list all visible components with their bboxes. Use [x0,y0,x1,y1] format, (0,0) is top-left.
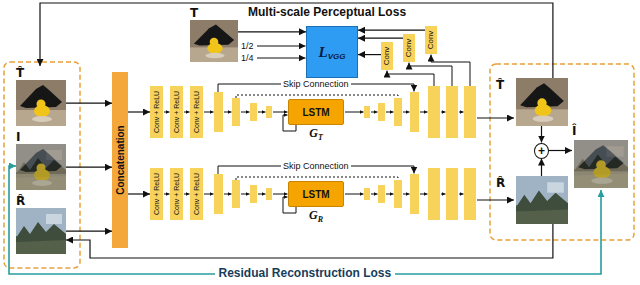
conv-relu-block: Conv + ReLU [170,86,183,138]
block-label: Conv [383,47,392,66]
image-label: I [16,130,20,144]
image-panel: R̂ [496,176,568,224]
generator-subscript: T [318,133,323,142]
concat-bar: Concatenation [112,72,128,248]
photo [574,140,628,188]
connector [238,31,306,32]
flow-arrows [164,84,514,131]
block-label: Conv + ReLU [173,91,181,133]
section-title: Multi-scale Perceptual Loss [248,5,406,19]
loss-box: LVGG [306,26,358,78]
generator-caption: GR [279,207,353,223]
block-label: Conv + ReLU [193,91,201,133]
connector [541,159,542,177]
image-label: T̂ [16,66,24,80]
lstm-label: LSTM [302,107,329,118]
connector [66,231,112,232]
loss-symbol: L [319,44,328,61]
generator-subscript: R [318,215,323,224]
photo [516,176,568,224]
connection-label: Skip Connection [281,79,351,89]
connector [66,224,553,258]
connector [40,3,553,78]
photo [16,208,66,254]
image-label: R̂ [16,194,25,208]
conv-relu-block: Conv + ReLU [170,168,183,220]
sum-node: + [534,143,549,159]
lstm-box: LSTMGT [288,99,344,125]
generator-caption: GT [279,125,353,141]
scale-label: 1/2 [241,41,254,51]
image-panel: R̂ [16,194,66,254]
generator-symbol: G [309,208,318,222]
image-label: T̂ [496,78,504,92]
image-panel: T̂ [496,78,568,126]
block-label: Conv + ReLU [173,173,181,215]
connector [128,111,150,112]
generator-symbol: G [309,126,318,140]
connector [9,166,601,274]
photo [190,20,238,62]
connector [128,193,150,194]
image-panel: I [16,130,66,190]
connector [358,38,403,39]
block-label: Conv [427,31,436,50]
image-panel: Î [572,124,630,190]
feature-bars [214,86,476,138]
block-label: Concatenation [115,125,126,194]
conv-box: Conv [381,42,393,70]
conv-relu-block: Conv + ReLU [190,168,203,220]
photo-thumbnails [16,20,628,254]
lstm-box: LSTMGR [288,181,344,207]
image-label: T [190,6,198,20]
conv-relu-block: Conv + ReLU [150,86,163,138]
photo [516,78,568,126]
connector [66,103,112,104]
encoder-decoder [164,166,514,220]
block-label: Conv + ReLU [153,173,161,215]
conv-box: Conv [403,34,415,62]
connector [66,167,112,168]
dashed-region [4,62,80,268]
connector [549,150,572,151]
sum-symbol: + [538,145,545,157]
photo [16,144,66,190]
connection-label: Skip Connection [281,161,351,171]
block-label: Conv + ReLU [193,173,201,215]
connector-label: Residual Reconstruction Loss [215,267,396,281]
conv-relu-block: Conv + ReLU [150,168,163,220]
lstm-label: LSTM [302,189,329,200]
image-panel: T [190,6,238,62]
dashed-region [490,64,634,240]
conv-box: Conv [425,26,437,54]
photo [16,80,66,126]
block-label: Conv [405,39,414,58]
connector [358,30,425,31]
image-label: Î [572,124,576,138]
connector [541,126,542,143]
loss-subscript: VGG [328,52,346,61]
scale-label: 1/4 [241,53,254,63]
conv-relu-block: Conv + ReLU [190,86,203,138]
image-panel: T̂ [16,66,66,126]
connector [358,54,381,55]
image-label: R̂ [496,176,505,190]
block-label: Conv + ReLU [153,91,161,133]
encoder-decoder [164,84,514,138]
